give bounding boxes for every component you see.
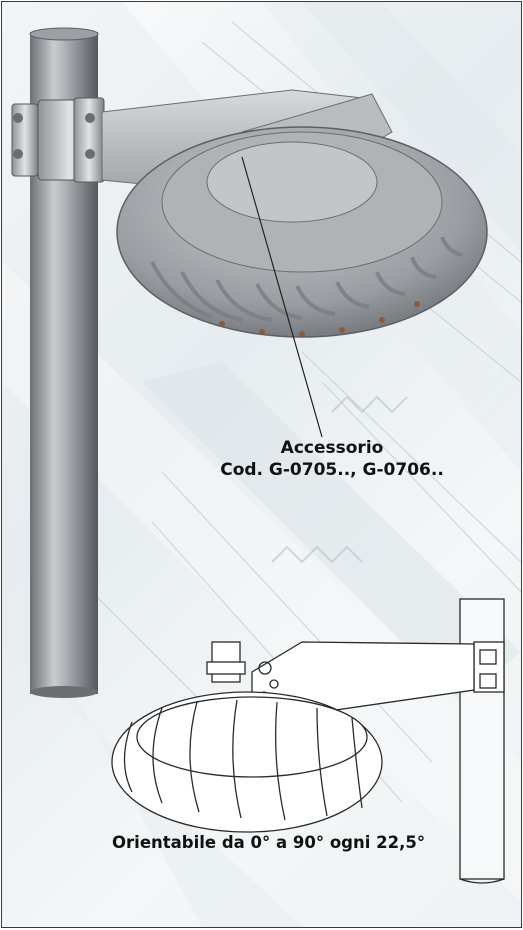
pole-clamp-image (11, 97, 105, 183)
bracket-drawing (111, 598, 505, 884)
accessory-codes: Cod. G-0705.., G-0706.. (220, 460, 444, 480)
accessory-title: Accessorio (280, 438, 384, 458)
lamp-image (116, 126, 488, 338)
orientation-note: Orientabile da 0° a 90° ogni 22,5° (112, 833, 426, 852)
accessory-caption: Accessorio Cod. G-0705.., G-0706.. (162, 437, 502, 481)
leader-line (241, 156, 323, 438)
